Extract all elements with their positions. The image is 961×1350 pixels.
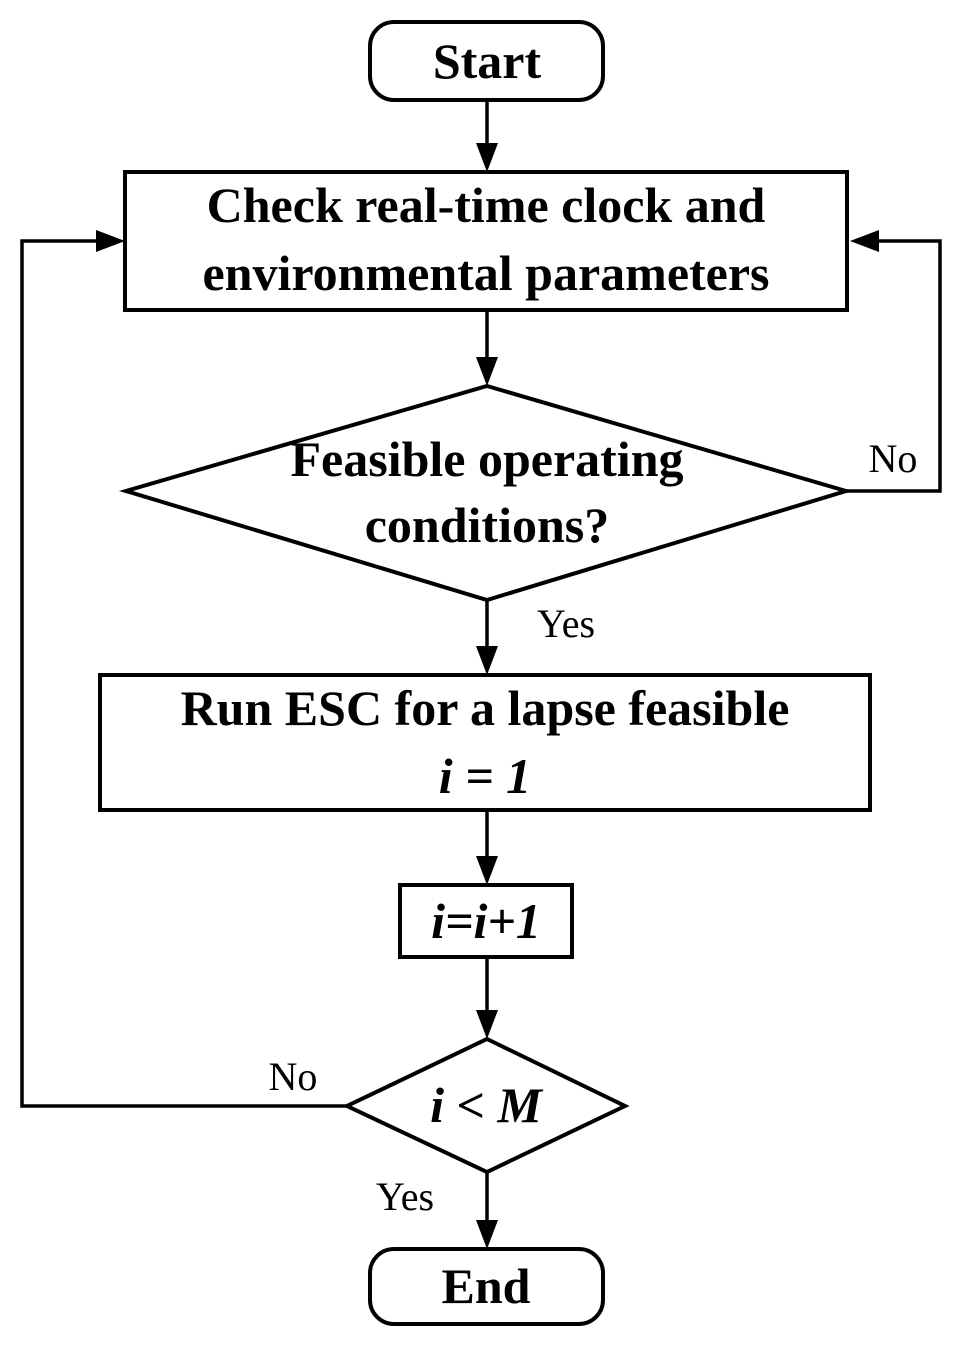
increment-node: i=i+1 [398,883,574,959]
compare-decision-diamond [342,1036,630,1175]
arrowhead-feasible-yes [476,646,498,675]
run-label-line2: i = 1 [439,748,531,804]
check-label-line1: Check real-time clock and [207,177,766,233]
start-terminal-shape [368,20,605,102]
start-label: Start [433,33,542,89]
edge-feasible-no-loop [846,239,942,493]
feasible-yes-label: Yes [537,601,595,646]
compare-label: i < M [430,1077,543,1133]
increment-label: i=i+1 [431,893,541,949]
arrowhead-check-to-feasible [476,357,498,386]
feasible-decision-node: Feasible operating conditions? [118,383,854,603]
increment-process-box [398,883,574,959]
start-node: Start [368,20,605,102]
arrowhead-compare-no-loop [96,230,125,252]
check-label-line2: environmental parameters [202,245,769,301]
check-node: Check real-time clock and environmental … [123,170,849,312]
end-terminal-shape [368,1247,605,1326]
arrowhead-start-to-check [476,143,498,172]
arrowhead-compare-yes [476,1220,498,1249]
feasible-label-line2: conditions? [365,497,610,553]
arrowhead-run-to-increment [476,856,498,885]
compare-yes-label: Yes [376,1174,434,1219]
run-process-box [98,673,872,812]
end-node: End [368,1247,605,1326]
run-node: Run ESC for a lapse feasible i = 1 [98,673,872,812]
end-label: End [442,1258,531,1314]
edge-compare-no-loop [20,239,347,1108]
compare-decision-node: i < M [342,1036,630,1175]
arrowhead-feasible-no-loop [850,230,879,252]
compare-no-label: No [269,1054,318,1099]
arrowhead-increment-to-compare [476,1010,498,1039]
feasible-no-label: No [869,436,918,481]
check-process-box [123,170,849,312]
feasible-label-line1: Feasible operating [290,431,683,487]
run-label-line1: Run ESC for a lapse feasible [181,680,790,736]
feasible-decision-diamond [118,383,854,603]
